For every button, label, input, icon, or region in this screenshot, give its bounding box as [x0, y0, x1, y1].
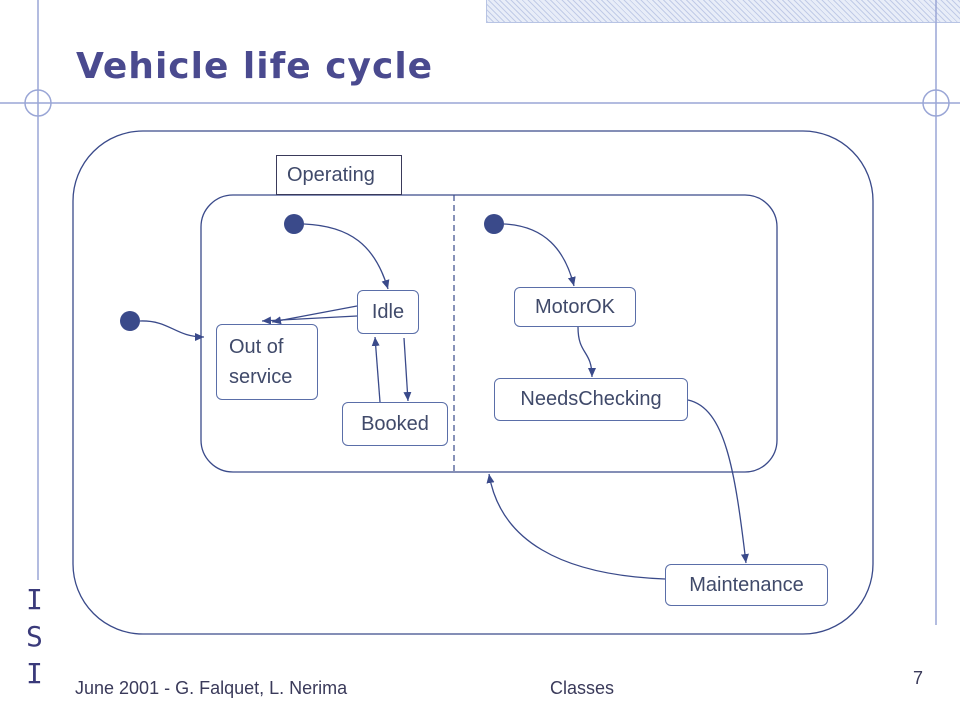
footer-section: Classes	[550, 678, 615, 698]
logo-letter-i-top: I	[26, 583, 43, 616]
transition-motorok-to-needschecking	[577, 326, 596, 378]
transition-idle-to-booked	[403, 337, 412, 402]
transition-idle-to-outofservice-2	[261, 315, 358, 325]
transition-needschecking-to-maintenance	[687, 399, 749, 564]
state-booked: Booked	[342, 402, 448, 446]
page-title: Vehicle life cycle	[76, 46, 434, 87]
page-number: 7	[913, 668, 924, 688]
initial-dot-left-region	[284, 214, 304, 234]
state-needschecking-label: NeedsChecking	[520, 388, 662, 410]
transition-init-to-idle	[303, 223, 390, 290]
initial-dot-outer	[120, 311, 140, 331]
state-out-of-service-line1: Out of	[229, 336, 284, 358]
transition-init-to-motorok	[503, 223, 576, 287]
state-idle: Idle	[357, 290, 419, 334]
logo-letter-s: S	[26, 620, 43, 653]
state-motorok-label: MotorOK	[534, 295, 616, 318]
footer-authors: June 2001 - G. Falquet, L. Nerima	[75, 678, 348, 698]
state-needschecking: NeedsChecking	[494, 378, 688, 421]
state-booked-label: Booked	[361, 412, 429, 435]
header-decoration	[486, 0, 960, 23]
state-motorok: MotorOK	[514, 287, 636, 327]
logo-letter-i-bottom: I	[26, 657, 43, 690]
initial-dot-right-region	[484, 214, 504, 234]
operating-label: Operating	[276, 155, 402, 195]
transition-maintenance-to-operating	[486, 473, 666, 580]
state-maintenance-label: Maintenance	[689, 573, 804, 596]
state-idle-label: Idle	[371, 300, 405, 323]
state-maintenance: Maintenance	[665, 564, 828, 606]
transition-booked-to-idle	[371, 336, 381, 403]
state-out-of-service: Out of service	[216, 324, 318, 400]
transition-init-to-outofservice	[139, 320, 205, 341]
outer-state	[72, 130, 874, 635]
state-out-of-service-line2: service	[229, 366, 293, 388]
